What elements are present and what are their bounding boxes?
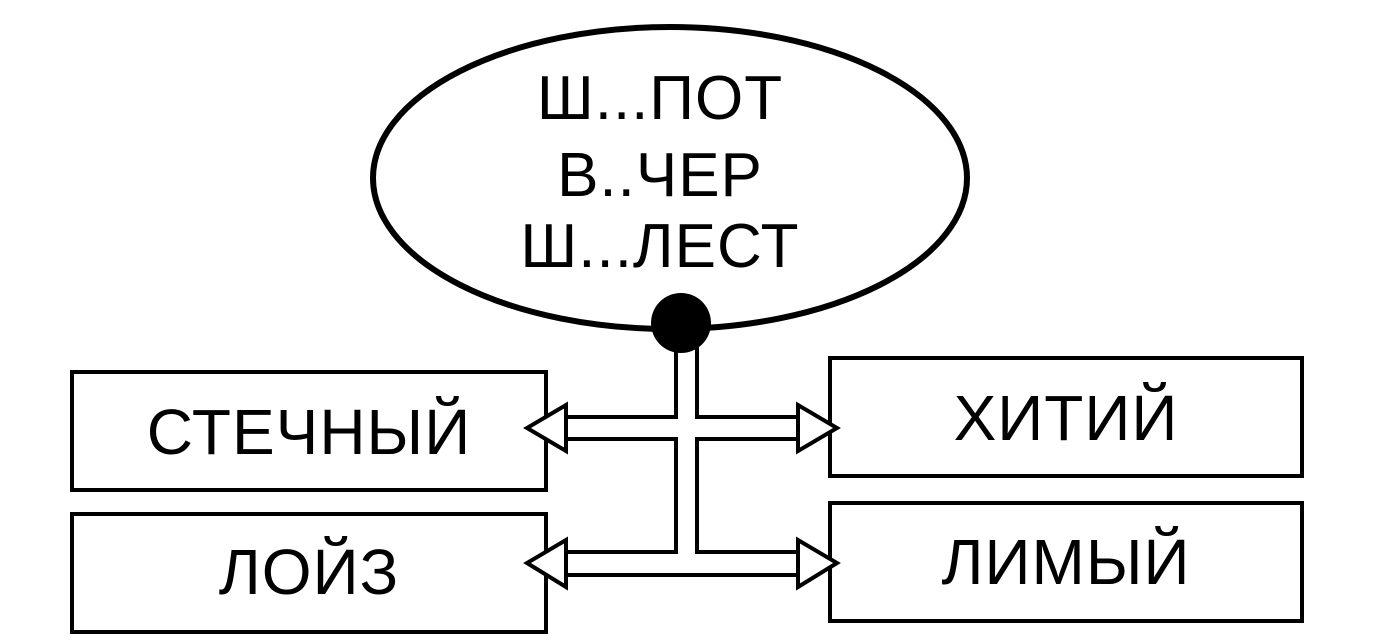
box-bottom-left [70, 512, 548, 634]
arrow-right-bottom [796, 536, 841, 591]
box-bottom-right [828, 501, 1304, 623]
oval-word-1: Ш...ПОТ [536, 64, 784, 133]
oval-word-2: В..ЧЕР [557, 141, 763, 210]
label-bottom-right: ЛИМЫЙ [941, 526, 1191, 598]
box-top-left [70, 370, 548, 492]
arrow-right-top [796, 401, 841, 455]
junction-dot [651, 293, 711, 353]
arrow-left-bottom [523, 536, 568, 591]
box-top-right [828, 356, 1304, 478]
label-top-left: СТЕЧНЫЙ [146, 396, 472, 468]
label-bottom-left: ЛОЙЗ [218, 536, 400, 608]
label-top-right: ХИТИЙ [953, 382, 1179, 454]
oval-word-3: Ш...ЛЕСТ [520, 212, 800, 281]
arrow-left-top [523, 401, 568, 455]
